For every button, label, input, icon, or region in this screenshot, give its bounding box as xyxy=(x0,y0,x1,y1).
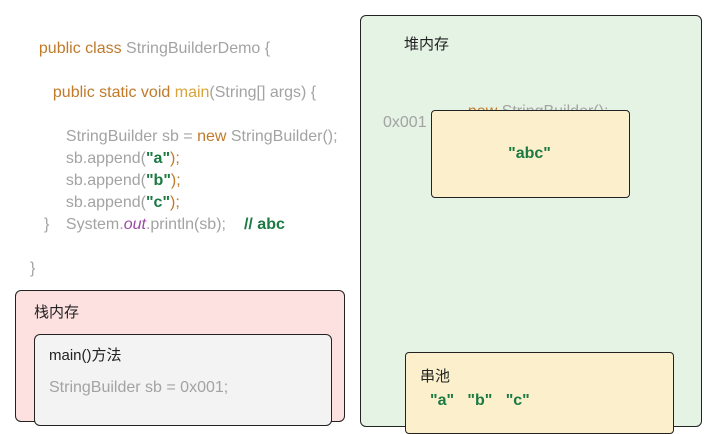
keyword-public-static-void: public static void xyxy=(52,84,175,101)
heap-memory-title: 堆内存 xyxy=(404,36,450,53)
code-line-class: public class StringBuilderDemo { xyxy=(30,16,270,60)
sb-declaration: StringBuilder sb = xyxy=(65,128,198,145)
main-params: (String[] args) { xyxy=(209,84,317,101)
println-system: System. xyxy=(65,216,124,233)
code-line-append-c: sb.append("c"); xyxy=(57,170,180,214)
println-out: out xyxy=(123,216,146,233)
code-line-append-b: sb.append("b"); xyxy=(57,148,181,192)
string-literal-c: "c" xyxy=(145,194,171,211)
sb-constructor: StringBuilder(); xyxy=(230,128,338,145)
code-line-new-sb: StringBuilder sb = new StringBuilder(); xyxy=(57,104,338,148)
append-suffix: ); xyxy=(170,172,181,189)
append-suffix: ); xyxy=(170,194,180,211)
string-literal-b: "b" xyxy=(145,172,171,189)
string-pool-items: "a" "b" "c" xyxy=(430,392,530,409)
stack-memory-title: 栈内存 xyxy=(34,304,80,321)
append-prefix: sb.append( xyxy=(65,150,146,167)
code-line-append-a: sb.append("a"); xyxy=(57,126,180,170)
string-literal-a: "a" xyxy=(145,150,171,167)
class-name: StringBuilderDemo { xyxy=(126,40,271,57)
main-method-title: main()方法 xyxy=(49,347,122,364)
stack-variable-sb: StringBuilder sb = 0x001; xyxy=(49,379,229,396)
code-line-println: System.out.println(sb); // abc xyxy=(57,192,285,236)
object-address: 0x001 xyxy=(383,114,427,131)
string-pool-title: 串池 xyxy=(420,368,451,385)
close-brace-inner: } xyxy=(44,216,50,233)
println-call: .println(sb); xyxy=(145,216,226,233)
object-value: "abc" xyxy=(508,145,551,162)
keyword-new: new xyxy=(197,128,231,145)
println-comment: // abc xyxy=(243,216,285,233)
method-name-main: main xyxy=(174,84,210,101)
append-prefix: sb.append( xyxy=(65,172,146,189)
keyword-public-class: public class xyxy=(38,40,127,57)
append-prefix: sb.append( xyxy=(65,194,146,211)
stringbuilder-object xyxy=(431,110,630,198)
close-brace-outer: } xyxy=(30,260,36,277)
append-suffix: ); xyxy=(170,150,180,167)
code-line-main: public static void main(String[] args) { xyxy=(44,60,316,104)
